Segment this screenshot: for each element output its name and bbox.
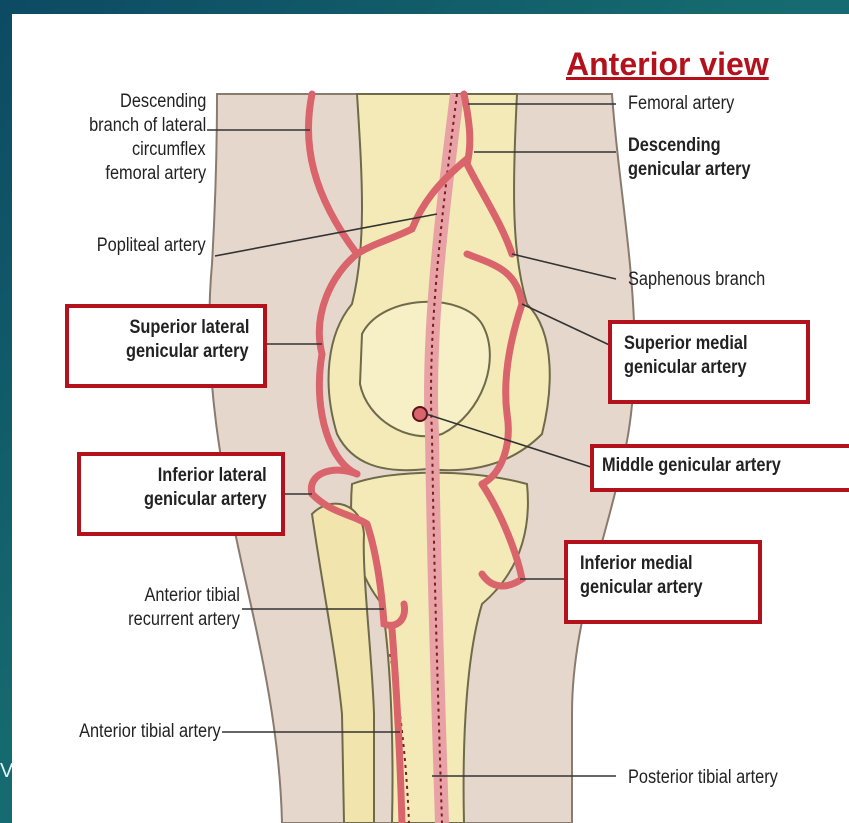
label-ant-tib-rec-2: recurrent artery: [128, 608, 240, 632]
label-sup-med-2: genicular artery: [624, 356, 747, 380]
label-femoral: Femoral artery: [628, 92, 734, 116]
label-inf-med-1: Inferior medial: [580, 552, 693, 576]
label-inf-lat-2: genicular artery: [144, 488, 267, 512]
view-title: Anterior view: [566, 46, 769, 83]
box-superior-medial: Superior medial genicular artery: [608, 320, 810, 404]
box-middle: Middle genicular artery: [590, 444, 849, 492]
corner-glyph: V: [0, 760, 13, 783]
label-post-tib: Posterior tibial artery: [628, 766, 778, 790]
label-desc-gen-2: genicular artery: [628, 158, 751, 182]
label-sup-med-1: Superior medial: [624, 332, 748, 356]
label-saphenous: Saphenous branch: [628, 268, 765, 292]
box-inferior-medial: Inferior medial genicular artery: [564, 540, 762, 624]
box-inferior-lateral: Inferior lateral genicular artery: [77, 452, 285, 536]
figure-panel: Anterior view Descending branch of later…: [12, 14, 849, 823]
label-desc-lat-circ-1: Descending: [120, 90, 206, 114]
box-superior-lateral: Superior lateral genicular artery: [65, 304, 267, 388]
label-ant-tib: Anterior tibial artery: [79, 720, 221, 744]
label-inf-med-2: genicular artery: [580, 576, 703, 600]
middle-genicular-origin: [413, 407, 427, 421]
label-sup-lat-2: genicular artery: [126, 340, 249, 364]
label-sup-lat-1: Superior lateral: [129, 316, 249, 340]
label-ant-tib-rec-1: Anterior tibial: [145, 584, 240, 608]
label-desc-lat-circ-2: branch of lateral: [89, 114, 206, 138]
label-desc-gen-1: Descending: [628, 134, 721, 158]
label-inf-lat-1: Inferior lateral: [158, 464, 267, 488]
label-desc-lat-circ-3: circumflex: [132, 138, 206, 162]
label-desc-lat-circ-4: femoral artery: [105, 162, 206, 186]
label-middle: Middle genicular artery: [602, 454, 781, 478]
label-popliteal: Popliteal artery: [97, 234, 206, 258]
